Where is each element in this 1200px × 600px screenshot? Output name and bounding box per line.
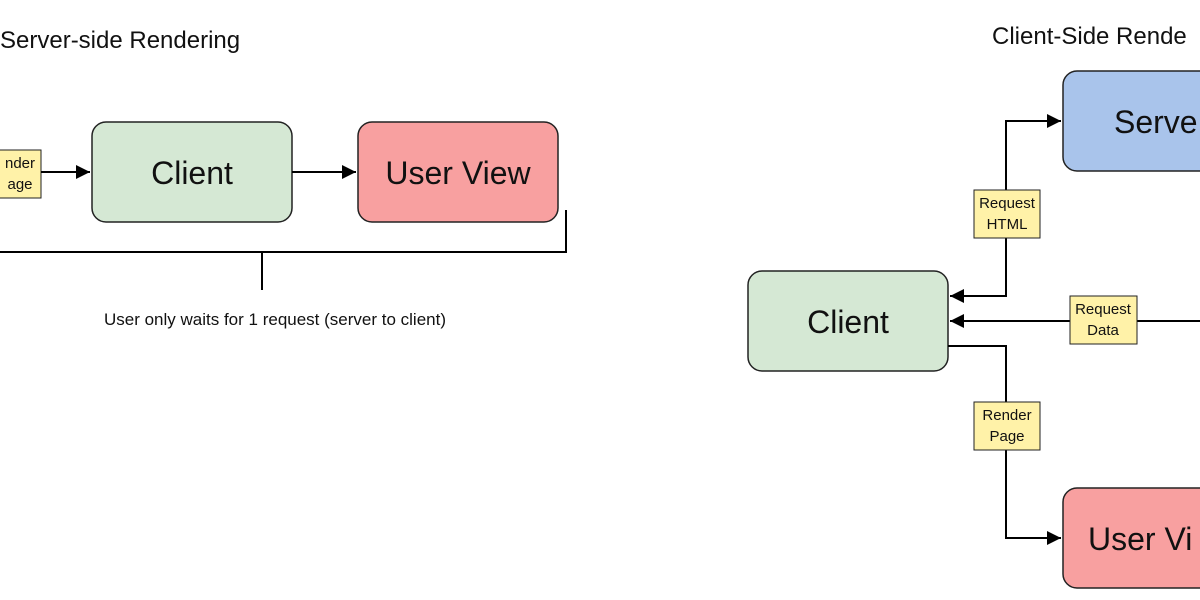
csr-server-label: Serve xyxy=(1114,104,1198,140)
csr-server-node: Serve xyxy=(1062,70,1200,172)
csr-render-page-label-box xyxy=(973,401,1041,451)
csr-request-data-label-line1: Request xyxy=(1075,301,1132,318)
ssr-render-page-label: nder age xyxy=(0,149,42,199)
csr-request-data-label-line2: Data xyxy=(1087,322,1119,339)
ssr-title: Server-side Rendering xyxy=(0,27,240,54)
ssr-client-label: Client xyxy=(151,155,233,191)
csr-render-page-label-line2: Page xyxy=(989,428,1024,445)
ssr-user-view-node: User View xyxy=(357,121,559,223)
csr-user-view-box xyxy=(1062,487,1200,589)
csr-client-node: Client xyxy=(747,270,949,372)
ssr-section: Server-side Rendering nder age Client Us… xyxy=(0,27,567,329)
ssr-user-view-label: User View xyxy=(385,155,531,191)
csr-user-view-label: User Vi xyxy=(1088,521,1192,557)
csr-user-view-node: User Vi xyxy=(1062,487,1200,589)
ssr-client-node: Client xyxy=(91,121,293,223)
csr-client-box xyxy=(747,270,949,372)
ssr-user-view-box xyxy=(357,121,559,223)
csr-server-box xyxy=(1062,70,1200,172)
csr-render-page-label-line1: Render xyxy=(982,407,1031,424)
ssr-render-page-label-line1: nder xyxy=(5,155,35,172)
ssr-wait-note: User only waits for 1 request (server to… xyxy=(104,310,446,329)
csr-request-data-label-box xyxy=(1069,295,1138,345)
csr-request-html-label-line2: HTML xyxy=(987,216,1028,233)
csr-request-html-label-box xyxy=(973,189,1041,239)
csr-request-html-label: Request HTML xyxy=(973,189,1041,239)
csr-render-page-label: Render Page xyxy=(973,401,1041,451)
ssr-wait-bracket xyxy=(0,210,567,253)
csr-request-data-label: Request Data xyxy=(1069,295,1138,345)
csr-client-label: Client xyxy=(807,304,889,340)
ssr-render-page-label-box xyxy=(0,149,42,199)
csr-title: Client-Side Rende xyxy=(992,23,1187,50)
csr-request-html-label-line1: Request xyxy=(979,195,1036,212)
ssr-render-page-label-line2: age xyxy=(7,176,32,193)
csr-section: Client-Side Rende Serve Client User Vi R… xyxy=(747,23,1200,589)
